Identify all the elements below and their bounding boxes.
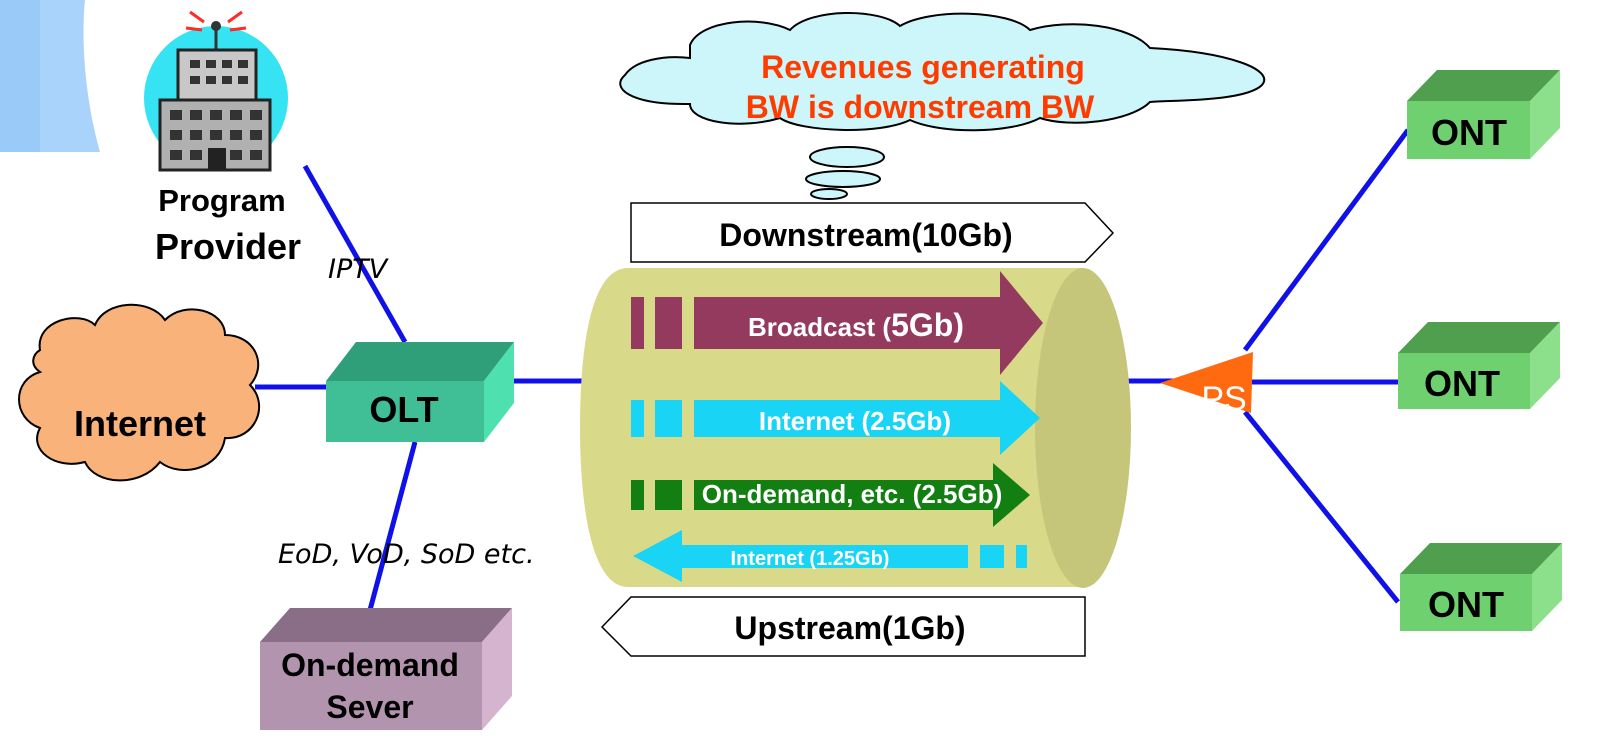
broadcast-stream: Broadcast (5Gb): [631, 271, 1043, 375]
antenna-icon: [185, 10, 247, 50]
program-provider: Program Provider: [144, 10, 301, 267]
upstream-label: Upstream(1Gb): [734, 610, 965, 646]
broadcast-label-value: 5Gb): [891, 307, 964, 343]
internet-up-dash-2: [1016, 545, 1027, 568]
splitter-label: PS: [1201, 380, 1246, 418]
on-demand-server: On-demand Sever: [260, 608, 512, 730]
internet-cloud-shape: [18, 303, 261, 482]
ont-bottom: ONT: [1400, 543, 1562, 631]
provider-label-line1: Program: [158, 183, 285, 218]
on-demand-stream: On-demand, etc. (2.5Gb): [631, 463, 1030, 527]
iptv-label: IPTV: [328, 254, 390, 285]
link-splitter-ont-bottom: [1243, 410, 1400, 604]
ont-top: ONT: [1407, 70, 1560, 159]
thought-cloud-shape: [619, 12, 1265, 132]
internet-up-label: Internet (1.25Gb): [731, 548, 890, 570]
upstream-banner: Upstream(1Gb): [600, 596, 1086, 657]
provider-label-line2: Provider: [155, 226, 301, 267]
olt-label: OLT: [369, 389, 438, 430]
on-demand-label: On-demand, etc. (2.5Gb): [702, 479, 1003, 509]
slide-corner-tab: [0, 0, 100, 152]
internet-up-dash-1: [980, 545, 1004, 568]
network-links: [255, 128, 1411, 611]
pipe-end: [1035, 268, 1131, 588]
server-label-line1: On-demand: [281, 647, 459, 683]
broadcast-label-prefix: Broadcast (: [748, 312, 891, 342]
link-splitter-ont-top: [1242, 128, 1411, 352]
on-demand-arrow: [694, 463, 1030, 527]
on-demand-dash-2: [655, 480, 682, 510]
passive-splitter: PS: [1160, 352, 1253, 418]
revenue-thought-bubble: Revenues generating BW is downstream BW: [619, 12, 1265, 200]
internet-down-arrow: [694, 381, 1040, 455]
broadcast-label: Broadcast (5Gb): [748, 307, 964, 343]
internet-down-dash-2: [655, 400, 682, 437]
on-demand-dash-1: [631, 480, 644, 510]
callout-line1: Revenues generating: [761, 49, 1085, 85]
thought-bubble-large: [809, 146, 885, 168]
server-label-line2: Sever: [326, 689, 413, 725]
ont-middle-label: ONT: [1424, 363, 1500, 404]
office-building-icon: [158, 48, 272, 172]
downstream-label: Downstream(10Gb): [719, 217, 1012, 253]
thought-bubble-medium: [805, 170, 881, 188]
link-provider-olt: [302, 164, 408, 344]
internet-down-dash-1: [631, 400, 644, 437]
splitter-shape: [1160, 352, 1253, 413]
internet-cloud-label: Internet: [74, 403, 206, 444]
ont-top-label: ONT: [1431, 112, 1507, 153]
broadcast-arrow: [694, 271, 1043, 375]
internet-cloud: Internet: [18, 303, 261, 482]
thought-bubble-small: [810, 188, 848, 200]
internet-down-label: Internet (2.5Gb): [759, 406, 951, 436]
internet-downstream-stream: Internet (2.5Gb): [631, 381, 1040, 455]
downstream-banner: Downstream(10Gb): [630, 202, 1115, 263]
ont-bottom-label: ONT: [1428, 584, 1504, 625]
internet-upstream-stream: Internet (1.25Gb): [633, 530, 1027, 582]
callout-line2: BW is downstream BW: [746, 89, 1095, 125]
broadcast-dash-1: [631, 297, 644, 349]
broadcast-dash-2: [655, 297, 682, 349]
internet-up-arrow: [633, 530, 968, 582]
on-demand-services-label: EoD, VoD, SoD etc.: [278, 539, 535, 570]
link-olt-server: [367, 441, 418, 611]
ont-middle: ONT: [1398, 322, 1560, 409]
olt-node: OLT: [326, 342, 514, 442]
fiber-pipe: Broadcast (5Gb) Internet (2.5Gb) On-dema…: [580, 268, 1131, 588]
